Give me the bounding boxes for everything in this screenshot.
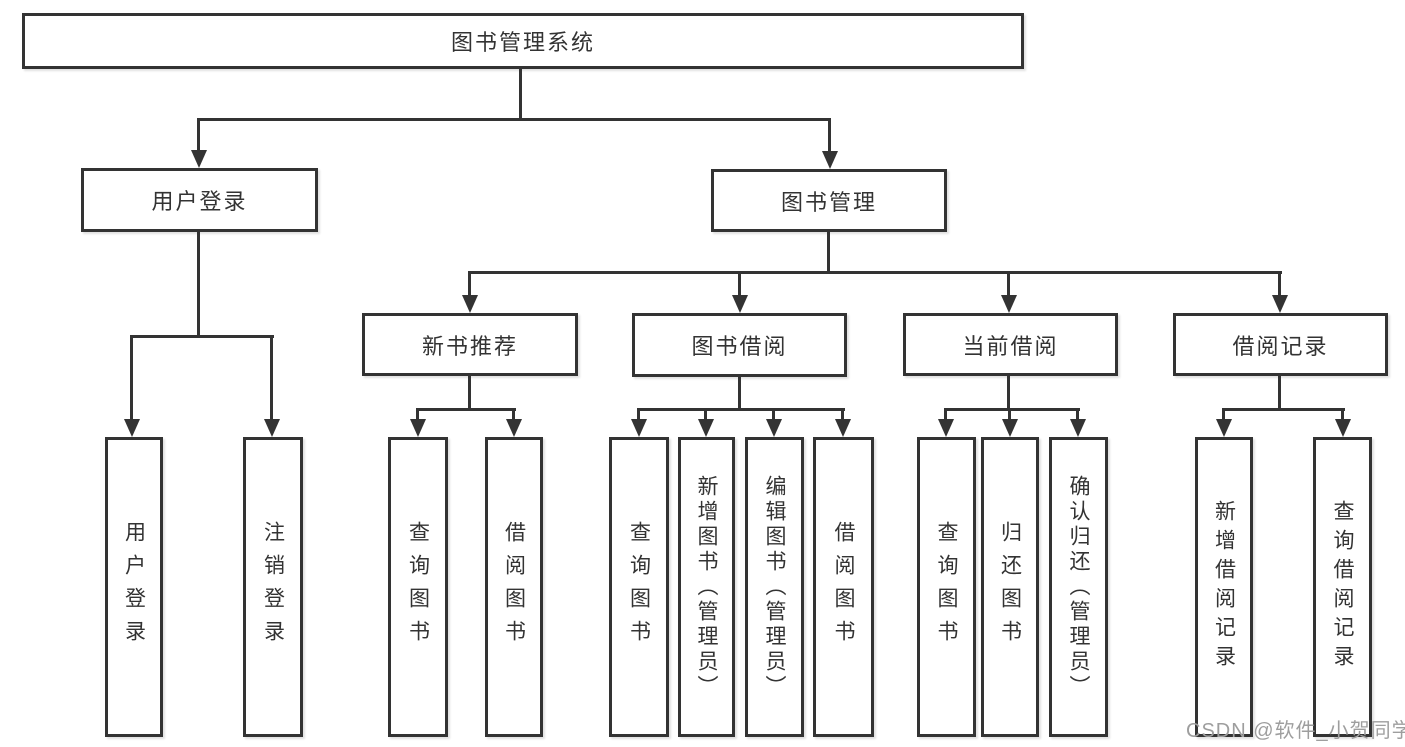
connector-line	[1341, 408, 1344, 421]
leaf-add-book-admin: 新增图书（管理员）	[678, 437, 735, 737]
connector-line	[130, 335, 274, 338]
connector-arrow	[264, 419, 280, 437]
node-book-borrow: 图书借阅	[632, 313, 847, 377]
connector-arrow	[822, 151, 838, 169]
connector-arrow	[766, 419, 782, 437]
leaf-user-login: 用户登录	[105, 437, 163, 737]
connector-line	[197, 118, 200, 152]
connector-line	[270, 335, 273, 421]
leaf-confirm-return-admin: 确认归还（管理员）	[1049, 437, 1108, 737]
connector-line	[1076, 408, 1079, 421]
connector-line	[827, 232, 830, 274]
connector-line	[738, 377, 741, 411]
connector-line	[828, 118, 831, 153]
leaf-return-book: 归还图书	[981, 437, 1039, 737]
connector-line	[738, 271, 741, 297]
node-user-login: 用户登录	[81, 168, 318, 232]
connector-line	[1007, 376, 1010, 411]
connector-line	[1222, 408, 1225, 421]
node-book-management: 图书管理	[711, 169, 947, 232]
connector-line	[512, 408, 515, 421]
leaf-add-borrow-record: 新增借阅记录	[1195, 437, 1253, 737]
connector-line	[637, 408, 640, 421]
connector-arrow	[1070, 419, 1086, 437]
leaf-borrow-book: 借阅图书	[813, 437, 874, 737]
leaf-query-book-recommend: 查询图书	[388, 437, 448, 737]
connector-line	[772, 408, 775, 421]
connector-line	[1278, 376, 1281, 411]
connector-line	[1222, 408, 1345, 411]
node-current-borrow: 当前借阅	[903, 313, 1118, 376]
connector-line	[1008, 408, 1011, 421]
connector-line	[468, 271, 1282, 274]
connector-arrow	[1272, 295, 1288, 313]
leaf-query-book-current: 查询图书	[917, 437, 976, 737]
connector-arrow	[732, 295, 748, 313]
csdn-watermark: CSDN @软件_小贺同学	[1186, 720, 1405, 742]
connector-arrow	[1216, 419, 1232, 437]
node-borrow-records: 借阅记录	[1173, 313, 1388, 376]
connector-arrow	[1335, 419, 1351, 437]
connector-arrow	[191, 150, 207, 168]
connector-line	[130, 335, 133, 421]
connector-line	[1278, 271, 1281, 297]
connector-line	[468, 376, 471, 411]
connector-arrow	[1001, 295, 1017, 313]
connector-line	[416, 408, 516, 411]
connector-arrow	[835, 419, 851, 437]
connector-line	[944, 408, 1080, 411]
connector-arrow	[938, 419, 954, 437]
connector-line	[197, 118, 831, 121]
leaf-query-borrow-record: 查询借阅记录	[1313, 437, 1372, 737]
connector-line	[704, 408, 707, 421]
connector-line	[416, 408, 419, 421]
connector-line	[637, 408, 845, 411]
connector-arrow	[631, 419, 647, 437]
connector-arrow	[462, 295, 478, 313]
leaf-logout: 注销登录	[243, 437, 303, 737]
leaf-query-book-borrow: 查询图书	[609, 437, 669, 737]
connector-arrow	[1002, 419, 1018, 437]
connector-line	[197, 232, 200, 338]
leaf-borrow-book-recommend: 借阅图书	[485, 437, 543, 737]
node-root-library-system: 图书管理系统	[22, 13, 1024, 69]
connector-arrow	[698, 419, 714, 437]
connector-arrow	[124, 419, 140, 437]
node-new-book-recommend: 新书推荐	[362, 313, 578, 376]
connector-line	[944, 408, 947, 421]
connector-line	[468, 271, 471, 297]
connector-line	[841, 408, 844, 421]
connector-arrow	[410, 419, 426, 437]
leaf-edit-book-admin: 编辑图书（管理员）	[745, 437, 804, 737]
connector-line	[519, 69, 522, 119]
connector-arrow	[506, 419, 522, 437]
connector-line	[1007, 271, 1010, 297]
